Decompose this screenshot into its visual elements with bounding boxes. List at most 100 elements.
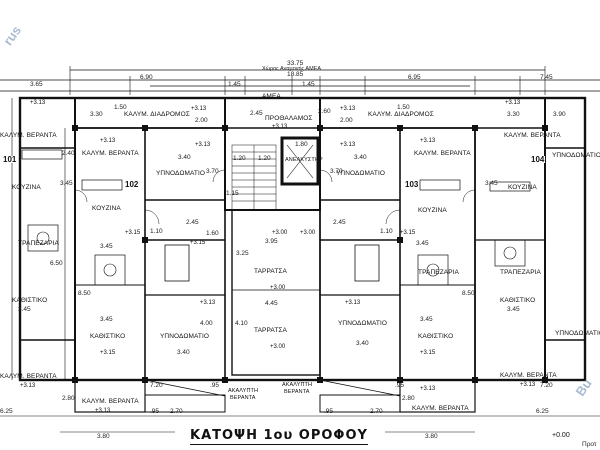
living-101-dim: 3.45 xyxy=(18,306,31,313)
terrace-level-1: +3.00 xyxy=(272,230,288,236)
kitchen-103: ΚΟΥΖΙΝΑ xyxy=(418,207,447,214)
bedroom-102-top: ΥΠΝΟΔΩΜΑΤΙΟ xyxy=(156,170,206,177)
dim-690: 6.90 xyxy=(140,74,153,81)
dim-330-left: 3.30 xyxy=(90,111,103,118)
bedroom-102-top-level: +3.13 xyxy=(195,142,211,148)
lobby-label: ΠΡΟΘΑΛΑΜΟΣ xyxy=(265,115,313,122)
wc-left-level: +3.15 xyxy=(190,240,206,246)
corridor-left-level: +3.13 xyxy=(191,106,207,112)
dining-104: ΤΡΑΠΕΖΑΡΙΑ xyxy=(500,269,541,276)
bedroom-104-bottom: ΥΠΝΟΔΩΜΑΤΙΟ xyxy=(555,330,600,337)
dim-260: 2.60 xyxy=(318,108,331,115)
dim-410: 4.10 xyxy=(235,320,248,327)
uncovered-right-2: ΒΕΡΑΝΤΑ xyxy=(284,389,310,395)
elevator-label: ΑΝΕΛΚΥΣΤΗΡ xyxy=(285,157,323,163)
dim-110-left: 1.10 xyxy=(150,228,163,235)
bedroom-102-bottom-dim: 3.40 xyxy=(177,349,190,356)
veranda-bottom-102: ΚΑΛΥΜ. ΒΕΡΑΝΤΑ xyxy=(82,398,139,405)
unit-101: 101 xyxy=(2,155,18,164)
dim-150-right: 1.50 xyxy=(397,104,410,111)
bedroom-103-bottom-dim: 3.40 xyxy=(356,340,369,347)
terrace-level-3: +3.00 xyxy=(270,344,286,350)
dim-380-left: 3.80 xyxy=(97,433,110,440)
dim-850-right: 8.50 xyxy=(462,290,475,297)
dim-145-left: 1.45 xyxy=(228,81,241,88)
veranda-top-102: ΚΑΛΥΜ. ΒΕΡΑΝΤΑ xyxy=(82,150,139,157)
dim-330-right: 3.30 xyxy=(507,111,520,118)
dim-625-left: 6.25 xyxy=(0,408,13,415)
kitchen-104-dim: 3.45 xyxy=(485,180,498,187)
kitchen-102: ΚΟΥΖΙΝΑ xyxy=(92,205,121,212)
veranda-top-102-level: +3.13 xyxy=(100,138,116,144)
dim-445: 4.45 xyxy=(265,300,278,307)
living-102-dim: 3.45 xyxy=(100,316,113,323)
dim-200-left: 2.00 xyxy=(195,117,208,124)
bedroom-103-bottom-level: +3.13 xyxy=(345,300,361,306)
unit-104: 104 xyxy=(530,155,546,164)
dining-101: ΤΡΑΠΕΖΑΡΙΑ xyxy=(18,240,59,247)
veranda-top-104-level: +3.13 xyxy=(505,100,521,106)
dim-280-right: 2.80 xyxy=(402,395,415,402)
veranda-bottom-101-level: +3.13 xyxy=(20,383,36,389)
dim-280-left: 2.80 xyxy=(62,395,75,402)
dim-120-b: 1.20 xyxy=(258,155,271,162)
unit-103: 103 xyxy=(404,180,420,189)
veranda-top-101-level: +3.13 xyxy=(30,100,46,106)
corridor-right-level: +3.13 xyxy=(340,106,356,112)
dim-695: 6.95 xyxy=(408,74,421,81)
uncovered-left-2: ΒΕΡΑΝΤΑ xyxy=(230,395,256,401)
living-104-dim: 3.45 xyxy=(507,306,520,313)
corridor-right: ΚΑΛΥΜ. ΔΙΑΔΡΟΜΟΣ xyxy=(368,111,434,118)
living-103-dim: 3.45 xyxy=(420,316,433,323)
dining-101-dim: 6.50 xyxy=(50,260,63,267)
dim-245: 2.45 xyxy=(250,110,263,117)
living-101: ΚΑΘΙΣΤΙΚΟ xyxy=(12,297,48,304)
bedroom-102-bottom-level: +3.13 xyxy=(200,300,216,306)
wc-right-level: +3.00 xyxy=(300,230,316,236)
lobby-level: +3.13 xyxy=(272,124,288,130)
level-ground: +0.00 xyxy=(552,432,570,439)
veranda-bottom-102-level: +3.13 xyxy=(95,408,111,414)
dim-625-right: 6.25 xyxy=(536,408,549,415)
plan-title: ΚΑΤΟΨΗ 1ου ΟΡΟΦΟΥ xyxy=(190,428,368,445)
kitchen-102-level: +3.15 xyxy=(125,230,141,236)
veranda-bottom-104-level: +3.13 xyxy=(520,382,536,388)
bedroom-102-bottom-dim-v: 4.00 xyxy=(200,320,213,327)
dim-095-d: .95 xyxy=(395,382,405,389)
dim-745: 7.45 xyxy=(540,74,553,81)
veranda-bottom-104: ΚΑΛΥΜ. ΒΕΡΑΝΤΑ xyxy=(500,372,557,379)
bedroom-103-top-level: +3.13 xyxy=(340,142,356,148)
dim-380-right: 3.80 xyxy=(425,433,438,440)
bedroom-102-top-dim-v: 3.70 xyxy=(206,168,219,175)
veranda-top-103-level: +3.13 xyxy=(420,138,436,144)
veranda-bottom-103-level: +3.13 xyxy=(420,386,436,392)
parking-label-visible: Χώρος Αναμονής ΑΜΕΑ xyxy=(262,66,322,72)
elevator-shaft xyxy=(280,136,320,186)
dining-103: ΤΡΑΠΕΖΑΡΙΑ xyxy=(418,269,459,276)
bedroom-102-top-dim: 3.40 xyxy=(178,154,191,161)
kitchen-103-level: +3.15 xyxy=(400,230,416,236)
dim-200-right: 2.00 xyxy=(340,117,353,124)
unit-102: 102 xyxy=(124,180,140,189)
terrace-label-2: ΤΑΡΡΑΤΣΑ xyxy=(254,327,287,334)
bedroom-104-top: ΥΠΝΟΔΩΜΑΤΙΟ xyxy=(552,152,600,159)
bedroom-103-bottom: ΥΠΝΟΔΩΜΑΤΙΟ xyxy=(338,320,388,327)
dim-720-left: 7.20 xyxy=(150,382,163,389)
veranda-top-101: ΚΑΛΥΜ. ΒΕΡΑΝΤΑ xyxy=(0,132,57,139)
uncovered-right: ΑΚΑΛΥΠΤΗ xyxy=(282,382,313,388)
dim-245-left: 2.45 xyxy=(186,219,199,226)
dim-240: 2.40 xyxy=(62,150,75,157)
uncovered-left: ΑΚΑΛΥΠΤΗ xyxy=(228,388,259,394)
living-104: ΚΑΘΙΣΤΙΚΟ xyxy=(500,297,536,304)
dim-120-a: 1.20 xyxy=(233,155,246,162)
dim-145-right: 1.45 xyxy=(302,81,315,88)
kitchen-104: ΚΟΥΖΙΝΑ xyxy=(508,184,537,191)
dim-095-c: .95 xyxy=(324,408,334,415)
bedroom-103-top: ΥΠΝΟΔΩΜΑΤΙΟ xyxy=(336,170,386,177)
veranda-top-104: ΚΑΛΥΜ. ΒΕΡΑΝΤΑ xyxy=(504,132,561,139)
terrace-label-1: ΤΑΡΡΑΤΣΑ xyxy=(254,268,287,275)
kitchen-101: ΚΟΥΖΙΝΑ xyxy=(12,184,41,191)
living-102-level: +3.15 xyxy=(100,350,116,356)
amea-label: ΑΜΕΑ xyxy=(262,93,281,100)
